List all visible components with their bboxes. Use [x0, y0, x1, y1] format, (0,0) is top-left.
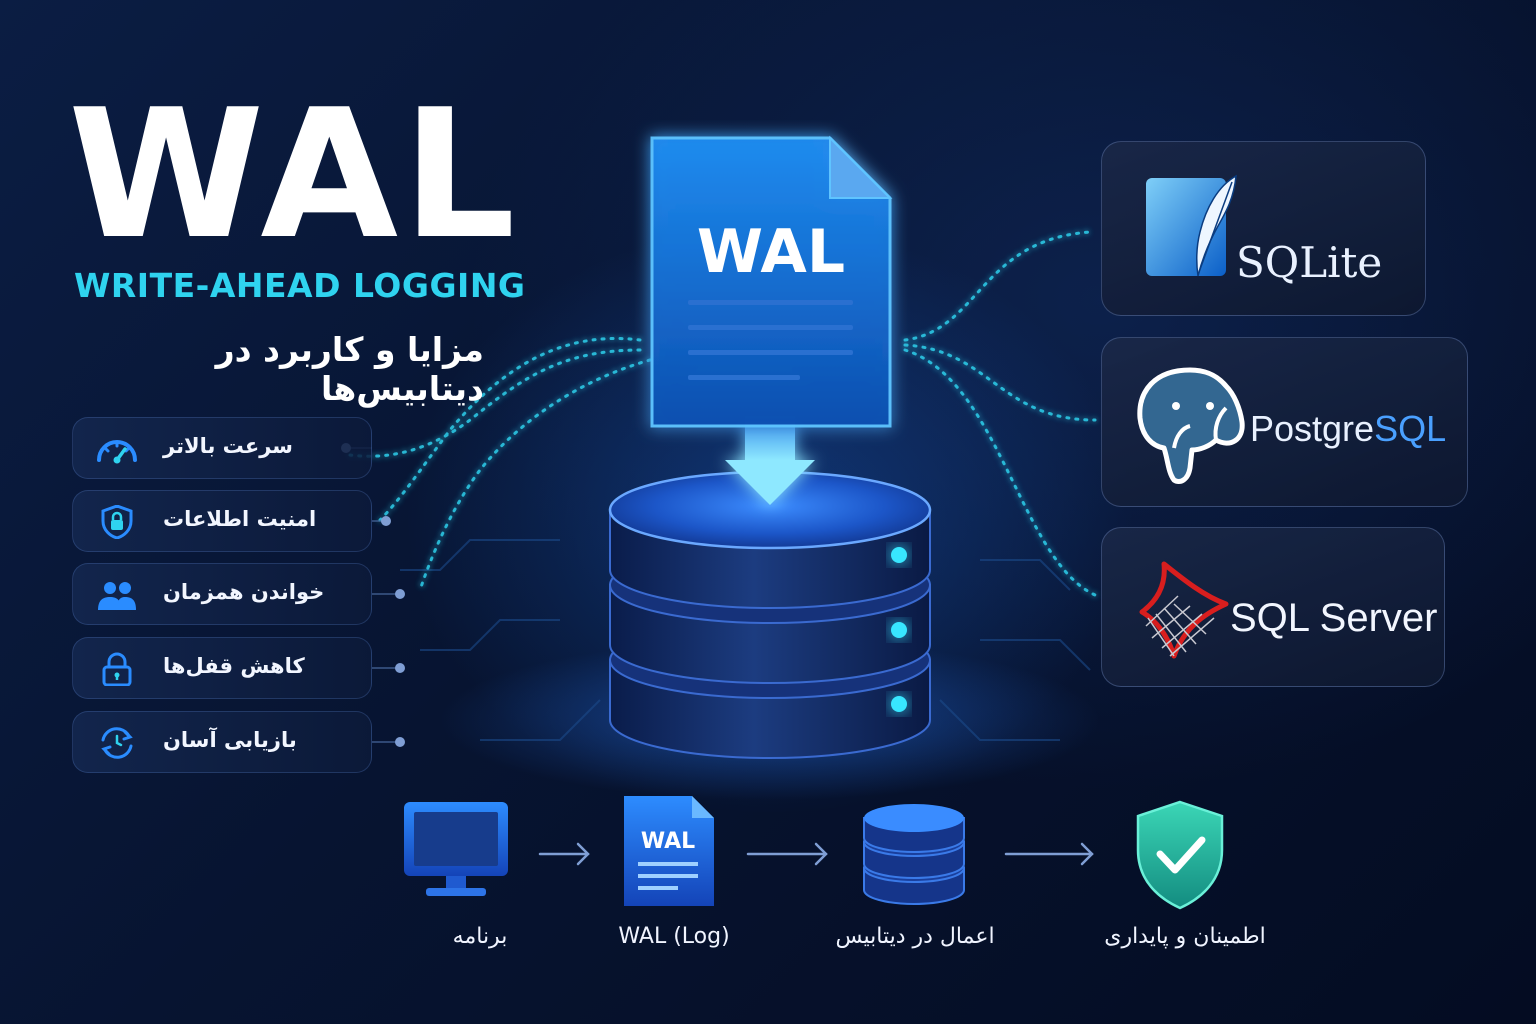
recovery-icon: [101, 727, 133, 759]
flow-diagram: WAL: [404, 796, 1224, 910]
flow-arrow-icon: [746, 842, 828, 866]
log-file-label: WAL: [641, 829, 695, 854]
log-file-icon: [624, 796, 714, 906]
feature-label: خواندن همزمان: [163, 580, 325, 604]
monitor-icon: [404, 802, 508, 896]
flow-arrow-icon: [538, 842, 590, 866]
postgresql-name: PostgreSQL: [1250, 408, 1447, 449]
database-stack: [608, 470, 932, 759]
shield-lock-icon: [101, 505, 133, 539]
padlock-icon: [102, 652, 132, 686]
postgresql-card: PostgreSQL: [1101, 337, 1468, 507]
database-icon: [863, 804, 965, 905]
feature-label: کاهش قفل‌ها: [163, 654, 305, 678]
indicator-light: [891, 696, 907, 712]
page-title: WAL: [68, 71, 520, 278]
feature-label: سرعت بالاتر: [163, 434, 293, 458]
flow-arrow-icon: [1004, 842, 1094, 866]
feature-item-security: امنیت اطلاعات: [72, 490, 372, 552]
flow-label-apply: اعمال در دیتابیس: [835, 924, 995, 949]
page-subtitle: WRITE-AHEAD LOGGING: [74, 266, 526, 305]
feature-label: امنیت اطلاعات: [163, 507, 317, 531]
flow-label-durability: اطمینان و پایداری: [1104, 924, 1266, 949]
persian-subtitle: مزایا و کاربرد در دیتابیس‌ها: [215, 330, 484, 408]
sqlite-name: SQLite: [1236, 238, 1383, 287]
feature-item-concurrent-read: خواندن همزمان: [72, 563, 372, 625]
feature-label: بازیابی آسان: [163, 728, 297, 752]
indicator-light: [891, 547, 907, 563]
check-shield-icon: [1136, 800, 1224, 910]
users-icon: [98, 582, 136, 610]
feature-item-less-locks: کاهش قفل‌ها: [72, 637, 372, 699]
wal-document-label: WAL: [697, 217, 845, 287]
indicator-light: [891, 622, 907, 638]
feature-item-speed: سرعت بالاتر: [72, 417, 372, 479]
sqlserver-name: SQL Server: [1230, 596, 1438, 640]
sqlserver-icon: [1139, 561, 1229, 659]
flow-label-wal: WAL (Log): [618, 924, 730, 949]
postgres-elephant-icon: [1137, 367, 1245, 484]
sqlite-card: SQLite: [1101, 141, 1426, 316]
wal-document-icon: [650, 135, 893, 428]
feature-item-easy-recovery: بازیابی آسان: [72, 711, 372, 773]
speedometer-icon: [97, 440, 137, 464]
flow-label-app: برنامه: [452, 924, 508, 949]
wal-database-illustration: WAL: [608, 135, 932, 759]
sqlserver-card: SQL Server: [1101, 527, 1445, 687]
sqlite-feather-icon: [1146, 174, 1237, 277]
